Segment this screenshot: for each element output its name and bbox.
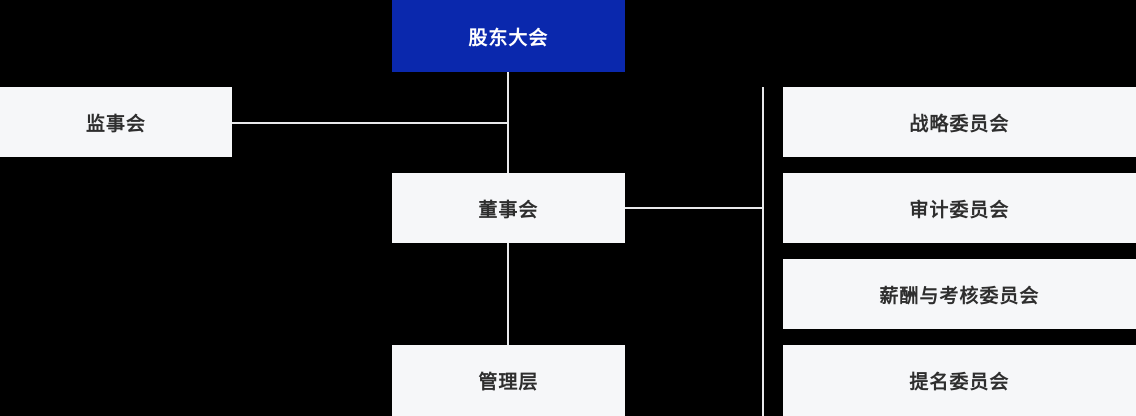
connector-committee-spine [762, 87, 764, 416]
node-board-of-supervisors[interactable]: 监事会 [0, 87, 232, 157]
connector-board-to-committees [625, 207, 764, 209]
node-shareholders-meeting-label: 股东大会 [468, 27, 549, 49]
node-strategy-committee[interactable]: 战略委员会 [783, 87, 1136, 157]
node-management-label: 管理层 [478, 372, 539, 393]
node-board-of-directors[interactable]: 董事会 [392, 173, 625, 243]
connector-supervisors [232, 122, 509, 124]
node-shareholders-meeting[interactable]: 股东大会 [392, 0, 625, 72]
node-board-of-directors-label: 董事会 [478, 199, 539, 221]
node-board-of-supervisors-label: 监事会 [85, 113, 146, 135]
node-strategy-committee-label: 战略委员会 [909, 113, 1010, 135]
node-audit-committee[interactable]: 审计委员会 [783, 173, 1136, 243]
node-nomination-committee-label: 提名委员会 [909, 372, 1010, 393]
node-compensation-appraisal-committee-label: 薪酬与考核委员会 [879, 285, 1040, 307]
node-nomination-committee[interactable]: 提名委员会 [783, 345, 1136, 416]
node-audit-committee-label: 审计委员会 [909, 199, 1010, 221]
node-compensation-appraisal-committee[interactable]: 薪酬与考核委员会 [783, 259, 1136, 329]
node-management[interactable]: 管理层 [392, 345, 625, 416]
